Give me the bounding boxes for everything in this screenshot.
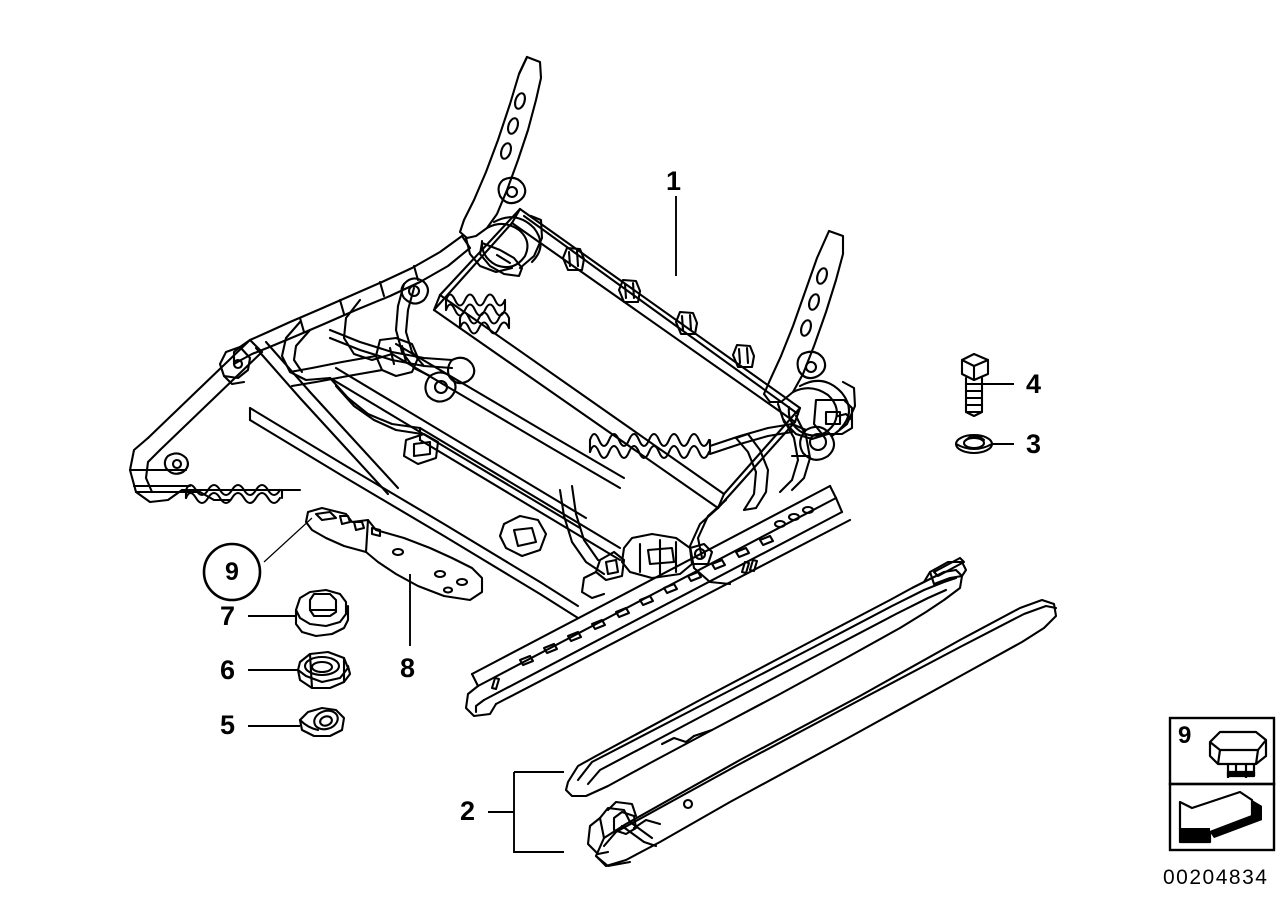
callout-3: 3 — [1026, 429, 1042, 459]
drawing-number: 00204834 — [1163, 866, 1269, 889]
callout-1: 1 — [666, 166, 682, 196]
callout-6: 6 — [220, 655, 236, 685]
callout-7: 7 — [220, 601, 236, 631]
inset-panel — [1168, 716, 1276, 852]
seat-frame-assembly-outline — [128, 55, 1058, 868]
callout-9: 9 — [225, 557, 239, 586]
inset-arrow-box — [1168, 782, 1276, 852]
clip-illustration — [1208, 730, 1268, 778]
callout-4: 4 — [1026, 369, 1042, 399]
callout-9-circle — [202, 542, 262, 602]
leader-lines — [248, 196, 1014, 853]
direction-arrow-icon — [1178, 790, 1262, 844]
callout-5: 5 — [220, 710, 236, 740]
callout-2: 2 — [460, 796, 476, 826]
inset-clip-number: 9 — [1178, 722, 1192, 749]
callout-8: 8 — [400, 653, 416, 683]
